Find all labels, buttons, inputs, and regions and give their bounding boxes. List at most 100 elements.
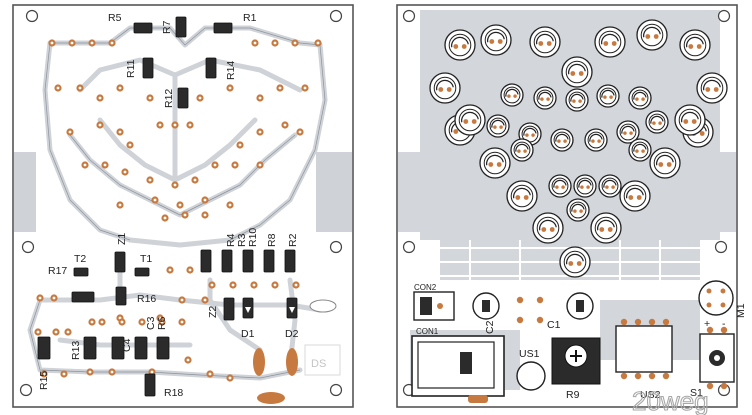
- label-r2: R2: [287, 233, 299, 247]
- mounting-hole: [19, 383, 33, 397]
- label-r15: R15: [38, 371, 50, 390]
- mounting-hole: [329, 9, 343, 23]
- label-r10: R10: [247, 228, 259, 247]
- led: [550, 128, 574, 152]
- zener-z1: [114, 251, 126, 273]
- led: [594, 26, 626, 58]
- left-labels: R5 R7 R1 R11 R14 R12 Z1 R4 R3 R10 R8 R2 …: [38, 12, 326, 399]
- solder-pad: [620, 318, 628, 326]
- pad-hole: [118, 130, 122, 134]
- regulator-us1: [516, 361, 546, 391]
- pad-hole: [118, 203, 122, 207]
- solder-pad: [634, 318, 642, 326]
- label-z2: Z2: [207, 306, 219, 318]
- led: [636, 19, 668, 51]
- pad-hole: [110, 370, 114, 374]
- pad-hole: [50, 41, 54, 45]
- led: [679, 29, 711, 61]
- pad-hole: [62, 372, 66, 376]
- led: [561, 56, 593, 88]
- solder-pad: [706, 382, 714, 390]
- pad-hole: [168, 268, 172, 272]
- led: [479, 147, 511, 179]
- pad-hole: [90, 41, 94, 45]
- pad-hole: [198, 96, 202, 100]
- led: [674, 104, 706, 136]
- pad-hole: [183, 213, 187, 217]
- pad-hole: [90, 320, 94, 324]
- led: [506, 180, 538, 212]
- pad-hole: [186, 358, 190, 362]
- pad-hole: [258, 163, 262, 167]
- pad-hole: [273, 41, 277, 45]
- resistor-r8: [263, 249, 275, 273]
- led: [510, 138, 534, 162]
- resistor-r12: [177, 87, 189, 109]
- label-r5: R5: [108, 12, 122, 24]
- led: [584, 128, 608, 152]
- link-pad: [257, 392, 285, 404]
- label-r13: R13: [70, 341, 82, 360]
- left-components: [37, 16, 298, 397]
- pad-hole: [258, 96, 262, 100]
- solder-pad: [634, 372, 642, 380]
- connector-con2: [413, 291, 455, 321]
- label-con2: CON2: [414, 283, 437, 292]
- solder-pad: [516, 296, 524, 304]
- pad-hole: [98, 96, 102, 100]
- pad-hole: [273, 283, 277, 287]
- pad-hole: [233, 163, 237, 167]
- led: [559, 246, 591, 278]
- pad-hole: [180, 298, 184, 302]
- connector-con1: [411, 335, 505, 397]
- pad-hole: [228, 203, 232, 207]
- pad-hole: [100, 320, 104, 324]
- label-r8: R8: [266, 233, 278, 247]
- pad-hole: [83, 163, 87, 167]
- pad-hole: [153, 198, 157, 202]
- resistor-r2: [284, 249, 296, 273]
- pad-hole: [303, 86, 307, 90]
- label-r1: R1: [243, 12, 257, 24]
- ic-us2: [615, 325, 673, 373]
- led: [649, 147, 681, 179]
- pad-hole: [150, 370, 154, 374]
- transistor-t2: [73, 267, 89, 277]
- label-minus: -: [722, 318, 726, 330]
- mounting-hole: [717, 9, 731, 23]
- watermark: 20weg: [632, 386, 709, 415]
- label-s1: S1: [690, 387, 703, 399]
- pad-hole: [54, 330, 58, 334]
- motor-m1: [698, 280, 734, 316]
- pad-hole: [158, 123, 162, 127]
- solder-pad: [720, 326, 728, 334]
- pad-hole: [294, 283, 298, 287]
- solder-pad: [648, 318, 656, 326]
- resistor-r16: [115, 286, 127, 306]
- led: [532, 212, 564, 244]
- link-pad: [286, 348, 298, 376]
- pad-hole: [253, 41, 257, 45]
- pad-hole: [238, 143, 242, 147]
- label-r16: R16: [137, 293, 156, 305]
- pad-hole: [203, 213, 207, 217]
- pad-hole: [213, 163, 217, 167]
- ds-outline: [304, 344, 341, 376]
- led: [619, 180, 651, 212]
- label-c2: C2: [484, 320, 496, 334]
- resistor-r15: [37, 336, 51, 360]
- led: [529, 26, 561, 58]
- mounting-hole: [714, 240, 728, 254]
- pad-hole: [283, 123, 287, 127]
- resistor-r6: [156, 336, 170, 360]
- trace-edges: [29, 27, 326, 379]
- pad-hole: [123, 170, 127, 174]
- pad-hole: [56, 86, 60, 90]
- pad-hole: [188, 123, 192, 127]
- link-pad: [253, 348, 265, 376]
- led: [696, 72, 728, 104]
- resistor-r5: [133, 22, 153, 34]
- right-edge-copper: [316, 152, 352, 232]
- label-us1: US1: [519, 348, 540, 360]
- led: [444, 29, 476, 61]
